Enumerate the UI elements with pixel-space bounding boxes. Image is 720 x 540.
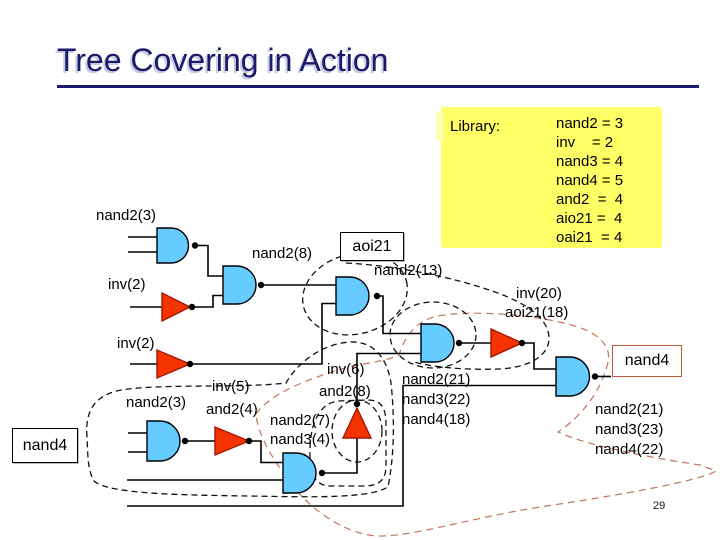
- label-inv-2-mid: inv(2): [117, 335, 155, 352]
- label-inv-6: inv(6): [327, 361, 365, 378]
- library-entry: nand4 = 5: [556, 172, 624, 189]
- wires: [127, 236, 611, 507]
- inverter-right: [490, 327, 524, 359]
- label-and2-8: and2(8): [319, 383, 371, 400]
- library-entry: inv = 2: [556, 134, 614, 151]
- label-inv-5: inv(5): [212, 378, 250, 395]
- library-label: Library:: [450, 118, 501, 135]
- label-nand3-4: nand3(4): [270, 431, 331, 448]
- label-inv-2-top: inv(2): [108, 276, 146, 293]
- match-loop-nand4-left: [86, 341, 395, 498]
- library-entry: oai21 = 4: [556, 229, 623, 246]
- library-box-notch: [436, 112, 443, 141]
- library-entry: nand3 = 4: [556, 153, 624, 170]
- label-nand2-8: nand2(8): [252, 245, 313, 262]
- label-nand2-13: nand2(13): [374, 262, 443, 279]
- library-entry: and2 = 4: [556, 191, 624, 208]
- label-nand2-3-top: nand2(3): [96, 207, 157, 224]
- junction-dots: [181, 242, 599, 477]
- label-nand2-21-mid: nand2(21): [402, 371, 471, 388]
- nand4-match-box-right: nand4: [612, 345, 682, 377]
- nand-gate-middle: [420, 323, 455, 363]
- title-underline: [57, 85, 699, 88]
- label-nand2-7: nand2(7): [270, 412, 331, 429]
- match-loop-nand2-13: [302, 252, 408, 336]
- nand-gates: [146, 227, 591, 494]
- match-loop-brown-nand4: [255, 312, 718, 537]
- label-and2-4: and2(4): [206, 401, 258, 418]
- inverter-top: [161, 291, 192, 323]
- nand-gate-right: [555, 356, 591, 397]
- nand-gate-nand2-13: [335, 276, 370, 316]
- nand-gate-bottom-left: [146, 420, 181, 462]
- label-inv-20: inv(20): [516, 285, 562, 302]
- aoi21-match-box: aoi21: [340, 232, 404, 261]
- library-entry: aio21 = 4: [556, 210, 623, 227]
- nand-gate-bottom-middle: [282, 452, 317, 494]
- label-nand4-22: nand4(22): [595, 441, 664, 458]
- inverters: [156, 291, 524, 457]
- inverter-up: [341, 406, 373, 439]
- match-loop-and2-8: [309, 399, 387, 487]
- inverter-middle: [156, 348, 192, 380]
- label-nand3-23: nand3(23): [595, 421, 664, 438]
- label-nand2-3-bot: nand2(3): [126, 394, 187, 411]
- label-nand3-22: nand3(22): [402, 391, 471, 408]
- library-box: [441, 107, 662, 248]
- label-nand2-21-right: nand2(21): [595, 401, 664, 418]
- page-number: 29: [653, 500, 666, 512]
- inverter-bottom: [214, 425, 251, 457]
- slide-title: Tree Covering in Action: [57, 42, 389, 78]
- label-aoi21-18: aoi21(18): [505, 304, 569, 321]
- library-entry: nand2 = 3: [556, 115, 624, 132]
- match-loop-inv20: [389, 301, 477, 369]
- nand-gate-top: [156, 227, 190, 264]
- match-arc-aoi21: [345, 262, 550, 370]
- nand4-match-box-left: nand4: [12, 428, 78, 463]
- nand-gate-nand2-8: [222, 265, 257, 305]
- label-nand4-18: nand4(18): [402, 411, 471, 428]
